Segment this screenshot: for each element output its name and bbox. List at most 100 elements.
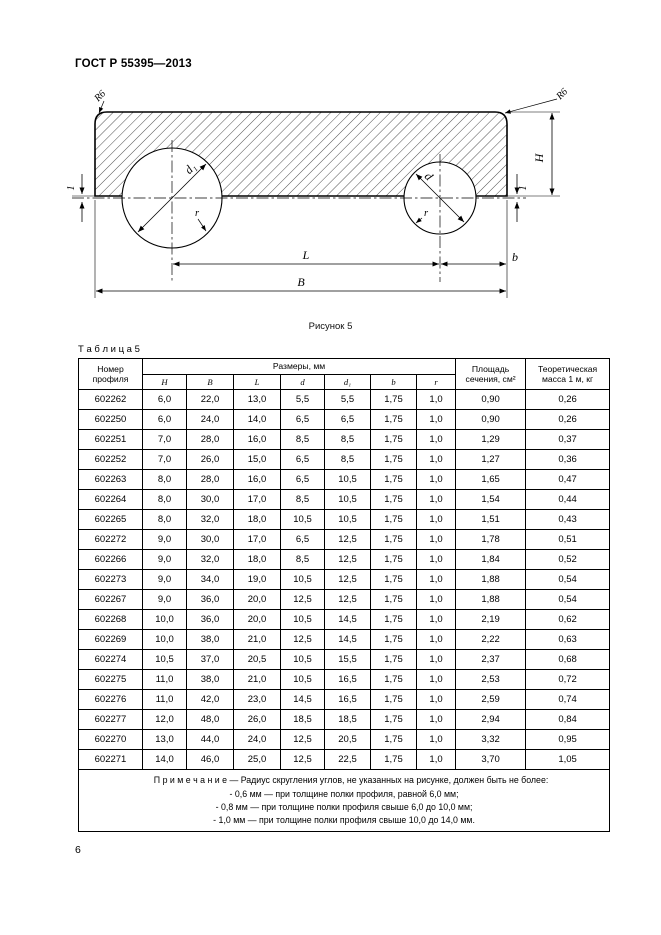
value-cell: 38,0 xyxy=(186,629,234,651)
r6-left-leader xyxy=(98,100,105,114)
value-cell: 18,5 xyxy=(280,709,325,731)
h-label: H xyxy=(532,152,546,163)
value-cell: 6,5 xyxy=(280,469,325,491)
value-cell: 1,05 xyxy=(525,749,611,771)
value-cell: 10,0 xyxy=(142,609,187,631)
profile-number-cell: 602269 xyxy=(78,629,143,651)
value-cell: 1,75 xyxy=(370,749,417,771)
value-cell: 10,5 xyxy=(324,469,371,491)
r-right-leader xyxy=(415,217,423,224)
profile-number-cell: 602266 xyxy=(78,549,143,571)
value-cell: 1,0 xyxy=(415,729,457,751)
value-cell: 12,5 xyxy=(324,549,371,571)
value-cell: 1,51 xyxy=(455,509,527,531)
value-cell: 8,5 xyxy=(280,429,325,451)
value-cell: 1,0 xyxy=(415,589,457,611)
col-header-area: Площадь сечения, см² xyxy=(455,357,527,391)
value-cell: 0,52 xyxy=(525,549,611,571)
value-cell: 0,95 xyxy=(525,729,611,751)
r6-right-label: R6 xyxy=(554,86,570,102)
r6-left-label: R6 xyxy=(92,88,108,104)
col-header-mass: Теоретическая масса 1 м, кг xyxy=(525,357,611,391)
value-cell: 5,5 xyxy=(324,389,371,411)
size-col-header: b xyxy=(370,373,417,391)
value-cell: 17,0 xyxy=(233,489,281,511)
value-cell: 24,0 xyxy=(233,729,281,751)
profile-number-cell: 602271 xyxy=(78,749,143,771)
profile-number-cell: 602262 xyxy=(78,389,143,411)
value-cell: 1,75 xyxy=(370,489,417,511)
value-cell: 1,75 xyxy=(370,569,417,591)
value-cell: 8,5 xyxy=(324,429,371,451)
value-cell: 6,0 xyxy=(142,409,187,431)
d1-diameter-line xyxy=(137,163,207,233)
value-cell: 1,75 xyxy=(370,449,417,471)
value-cell: 26,0 xyxy=(186,449,234,471)
value-cell: 1,0 xyxy=(415,549,457,571)
r-left-leader xyxy=(197,218,207,232)
value-cell: 11,0 xyxy=(142,669,187,691)
value-cell: 6,0 xyxy=(142,389,187,411)
value-cell: 10,5 xyxy=(280,669,325,691)
col-header-profile: Номер профиля xyxy=(78,357,143,391)
value-cell: 10,5 xyxy=(280,609,325,631)
value-cell: 5,5 xyxy=(280,389,325,411)
profile-number-cell: 602274 xyxy=(78,649,143,671)
profile-number-cell: 602277 xyxy=(78,709,143,731)
profile-number-cell: 602251 xyxy=(78,429,143,451)
value-cell: 8,0 xyxy=(142,489,187,511)
value-cell: 19,0 xyxy=(233,569,281,591)
value-cell: 0,62 xyxy=(525,609,611,631)
value-cell: 48,0 xyxy=(186,709,234,731)
size-col-header: d₁ xyxy=(324,373,371,391)
extension-lines xyxy=(72,111,560,298)
figure-5: 1 1 H R6 R6 d₁ r d r xyxy=(60,86,601,332)
value-cell: 38,0 xyxy=(186,669,234,691)
value-cell: 10,5 xyxy=(280,569,325,591)
note-line: П р и м е ч а н и е — Радиус скругления … xyxy=(153,775,549,786)
r-right-label: r xyxy=(424,208,429,219)
value-cell: 0,26 xyxy=(525,389,611,411)
value-cell: 24,0 xyxy=(186,409,234,431)
value-cell: 0,63 xyxy=(525,629,611,651)
value-cell: 18,5 xyxy=(324,709,371,731)
value-cell: 12,5 xyxy=(280,629,325,651)
value-cell: 1,75 xyxy=(370,709,417,731)
value-cell: 1,75 xyxy=(370,469,417,491)
r-left-label: r xyxy=(195,208,200,219)
value-cell: 12,5 xyxy=(324,589,371,611)
note-line: - 1,0 мм — при толщине полки профиля свы… xyxy=(213,815,475,826)
value-cell: 1,0 xyxy=(415,449,457,471)
value-cell: 1,78 xyxy=(455,529,527,551)
size-col-header: L xyxy=(233,373,281,391)
value-cell: 1,75 xyxy=(370,689,417,711)
value-cell: 0,47 xyxy=(525,469,611,491)
value-cell: 1,75 xyxy=(370,629,417,651)
value-cell: 1,84 xyxy=(455,549,527,571)
value-cell: 22,5 xyxy=(324,749,371,771)
value-cell: 12,5 xyxy=(280,589,325,611)
value-cell: 0,90 xyxy=(455,389,527,411)
size-col-header: r xyxy=(415,373,457,391)
table-title: Т а б л и ц а 5 xyxy=(78,344,140,355)
value-cell: 1,75 xyxy=(370,409,417,431)
value-cell: 14,5 xyxy=(280,689,325,711)
value-cell: 10,0 xyxy=(142,629,187,651)
value-cell: 13,0 xyxy=(233,389,281,411)
profile-number-cell: 602276 xyxy=(78,689,143,711)
size-col-header: d xyxy=(280,373,325,391)
value-cell: 1,75 xyxy=(370,649,417,671)
value-cell: 1,0 xyxy=(415,609,457,631)
size-col-header: B xyxy=(186,373,234,391)
offset-right-label: 1 xyxy=(518,186,529,191)
figure-caption: Рисунок 5 xyxy=(308,321,353,332)
value-cell: 16,5 xyxy=(324,689,371,711)
